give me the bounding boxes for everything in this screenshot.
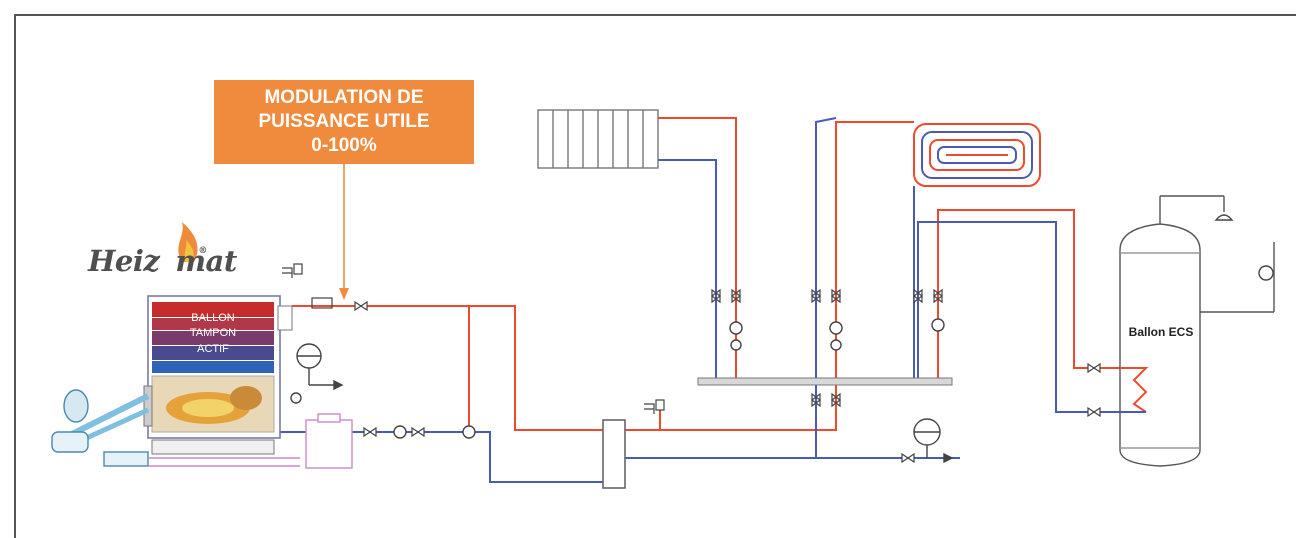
expansion-vessel-icon [296,214,1274,464]
diagram-frame [14,14,1296,538]
valve-icon [354,288,1101,464]
logo-registered: ® [198,246,207,256]
flame-icon [178,222,198,262]
callout-line-3: 0-100% [311,135,377,156]
ecs-tank-icon [1119,195,1275,467]
boiler-label-line-1: BALLON [191,312,235,324]
pump-icon [290,318,945,439]
boiler-label-line-2: TAMPON [189,327,237,339]
manifold [697,377,953,386]
boiler-label-line-3: ACTIF [197,343,229,355]
logo-part-1: Heiz [88,244,160,278]
boiler-icon [143,295,293,455]
callout-pointer [339,164,349,300]
modulation-callout: MODULATION DE PUISSANCE UTILE 0-100% [214,80,474,164]
heat-exchanger-icon [1120,367,1149,413]
safety-valve-icon [282,263,665,414]
callout-line-1: MODULATION DE [264,87,424,108]
callout-line-2: PUISSANCE UTILE [258,111,430,132]
logo-part-2: mat [175,244,237,278]
radiator-icon [537,109,659,169]
ecs-tank-label: Ballon ECS [1128,325,1194,339]
burner-feed-icon [51,389,353,469]
floor-heating-icon [913,123,1041,187]
hydraulic-separator [602,419,626,489]
